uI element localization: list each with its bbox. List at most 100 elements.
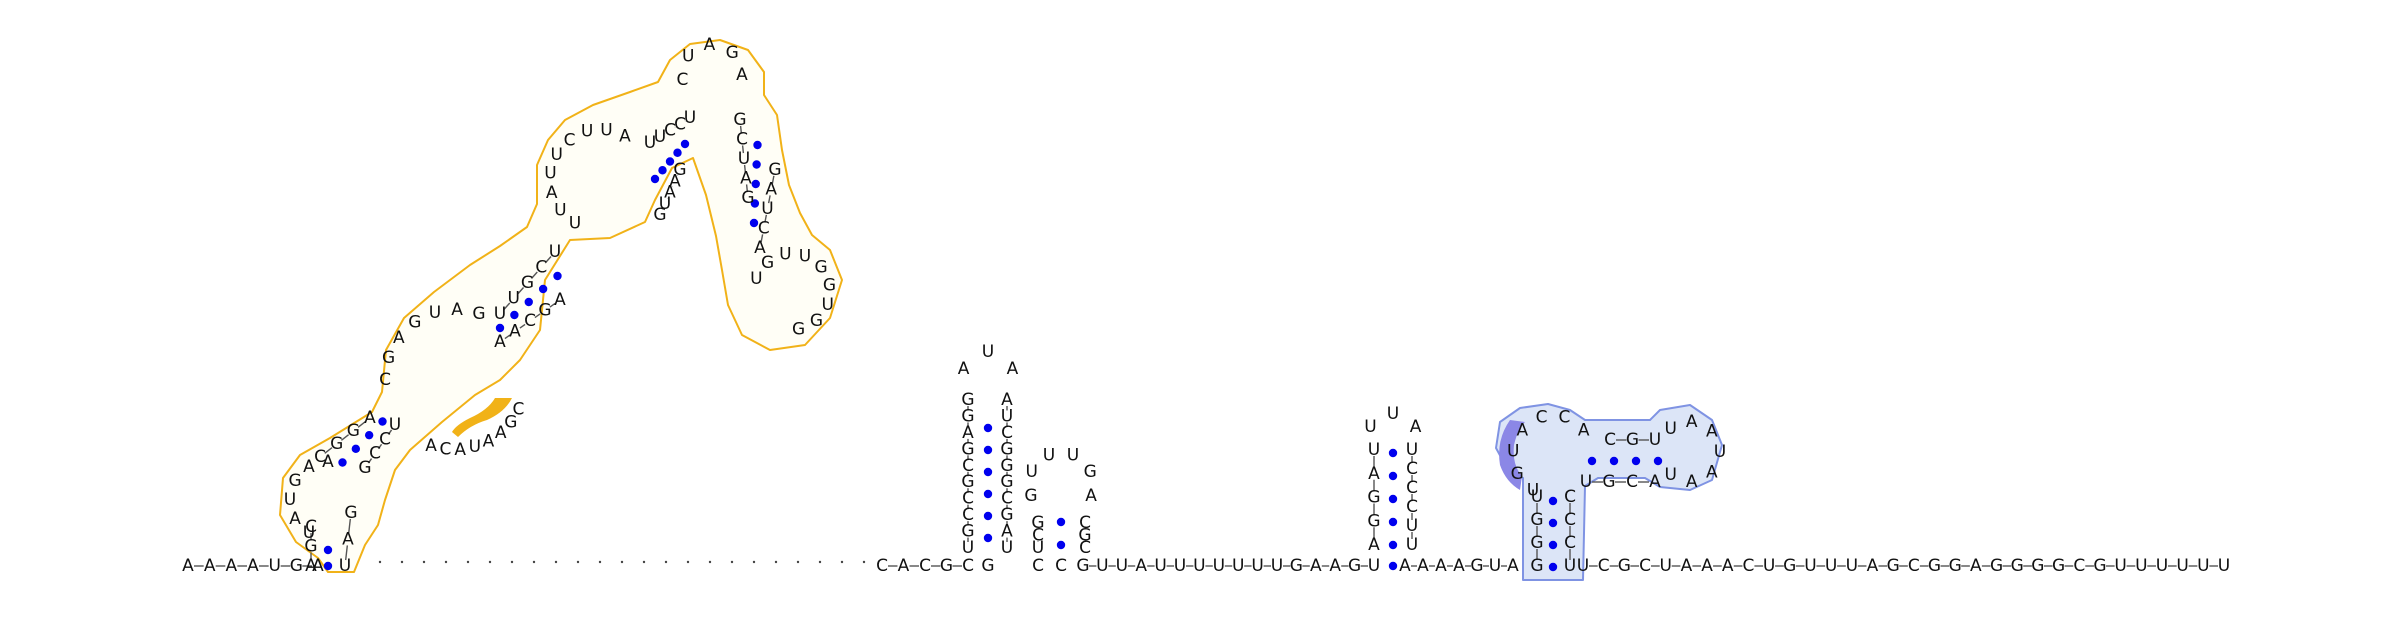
backbone-link (504, 334, 511, 340)
domain1-outline[interactable] (279, 39, 843, 573)
hairpin1-stem: G (1000, 439, 1013, 459)
gap-dot (708, 560, 712, 564)
hairpin1-stem: C (962, 489, 974, 509)
hairpin2-stem: G (1031, 513, 1044, 533)
domain2-loop2: U (1664, 465, 1676, 485)
domain1-stem4: U (659, 194, 671, 214)
domain2-loop: U (1507, 441, 1519, 461)
linker-sequence: G (1076, 556, 1089, 576)
domain2-outline[interactable] (1495, 403, 1723, 581)
three-prime-tail: G (2011, 556, 2024, 576)
gap-dot (730, 560, 734, 564)
linker-sequence: U (1174, 556, 1186, 576)
gap-dot (444, 560, 448, 564)
base-pair-dot (1548, 562, 1558, 572)
gap-dot (752, 560, 756, 564)
hairpin1-stem: A (1001, 522, 1013, 542)
backbone-link (357, 421, 366, 428)
linker-sequence-2: A (1417, 556, 1429, 576)
linker-sequence: A (1135, 556, 1147, 576)
backbone-link (347, 518, 352, 534)
domain1-interior-loop: U (469, 437, 481, 457)
gap-dot (576, 560, 580, 564)
linker-sequence-2: A (1399, 556, 1411, 576)
backbone-link (549, 302, 556, 308)
linker-sequence: U (1116, 556, 1128, 576)
domain1-interior-loop: G (408, 313, 421, 333)
domain2-loop2: A (1706, 463, 1718, 483)
linker-sequence-2: A (1435, 556, 1447, 576)
domain1-interior-loop: U (429, 303, 441, 323)
domain1-loop1: A (303, 457, 315, 477)
domain2-inner-stem: U (1580, 472, 1592, 492)
domain1-stem2: A (364, 408, 376, 428)
domain1-loop5: A (704, 35, 716, 55)
base-pair-dot (658, 166, 667, 175)
linker-sequence: U (1251, 556, 1263, 576)
base-pair-dot (1388, 540, 1398, 550)
three-prime-tail: A (1701, 556, 1713, 576)
domain1-loop1: G (288, 471, 301, 491)
domain1-stem1: G (344, 503, 357, 523)
five-prime-tail: A (226, 556, 238, 576)
domain1-loop3: A (619, 127, 631, 147)
domain1-loop3: U (569, 213, 581, 233)
hairpin1-stem: G (961, 390, 974, 410)
domain1-stem2: G (330, 434, 343, 454)
base-pair-dot (323, 545, 333, 555)
domain1-stem4: U (644, 133, 656, 153)
domain1-loop3: C (564, 130, 576, 150)
domain1-stem1: A (342, 530, 354, 550)
linker-sequence-2: A (1507, 556, 1519, 576)
domain1-stem4: C (664, 121, 676, 141)
base-pair-dot (495, 323, 505, 333)
domain1-stem2: C (314, 447, 326, 467)
hairpin1-stem: G (1000, 456, 1013, 476)
base-pair-dot (673, 148, 682, 157)
domain1-interior-loop: C (439, 439, 451, 459)
domain2-loop: C (1536, 408, 1548, 428)
domain1-stem2: C (369, 444, 381, 464)
three-prime-tail: C (1639, 556, 1651, 576)
domain1-stem4: A (664, 183, 676, 203)
domain1-stem1: U (339, 556, 351, 576)
domain1-loop3: U (544, 163, 556, 183)
hairpin1-closing: G (981, 556, 994, 576)
hairpin3-loop: U (1364, 417, 1376, 437)
domain2-loop: U (1527, 481, 1539, 501)
hairpin2-closing: C (1055, 556, 1067, 576)
domain1-loop6: G (792, 319, 805, 339)
base-pair-dot (1548, 540, 1558, 550)
three-prime-tail: U (1825, 556, 1837, 576)
hairpin1-stem: C (1001, 423, 1013, 443)
backbone-link (503, 302, 511, 310)
domain2-stem: G (1530, 533, 1543, 553)
bridge-sequence: C (962, 556, 974, 576)
domain2-loop2: A (1706, 421, 1718, 441)
domain1-stem1: C (305, 517, 317, 537)
bridge-sequence: C (919, 556, 931, 576)
domain1-stem6: G (768, 160, 781, 180)
domain1-stem4: G (653, 205, 666, 225)
gap-dot (400, 560, 404, 564)
gap-dot (554, 560, 558, 564)
hairpin3-stem: U (1406, 516, 1418, 536)
backbone-link (544, 256, 552, 264)
backbone-link (377, 443, 383, 450)
hairpin2-stem: U (1032, 538, 1044, 558)
domain1-loop5: G (726, 43, 739, 63)
base-pair-dot (983, 533, 993, 543)
gap-dot (686, 560, 690, 564)
domain1-stem6: A (754, 238, 766, 258)
linker-sequence-2: A (1453, 556, 1465, 576)
base-pair-dot (983, 423, 993, 433)
domain1-stem2: C (379, 429, 391, 449)
linker-sequence: U (1368, 556, 1380, 576)
base-pair-dot (750, 199, 760, 208)
domain2-stem: C (1564, 510, 1576, 530)
bridge-sequence: A (898, 556, 910, 576)
domain1-stem2: G (358, 458, 371, 478)
domain1-stem6: C (758, 219, 770, 239)
linker-sequence: G (1348, 556, 1361, 576)
